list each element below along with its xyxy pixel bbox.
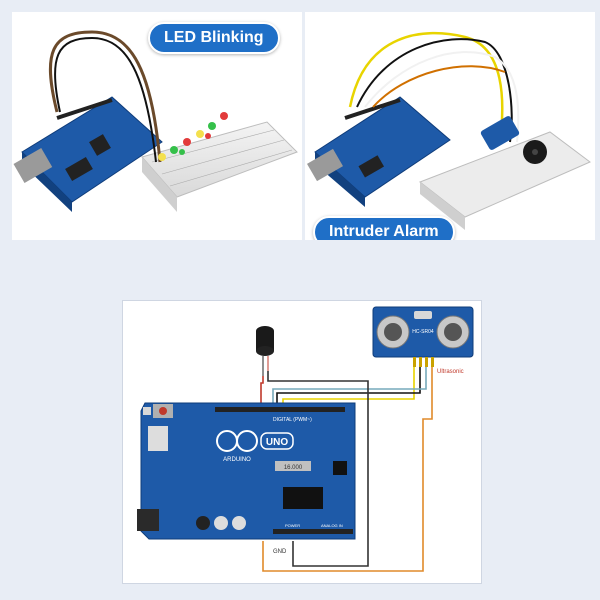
breadboard bbox=[418, 131, 591, 218]
svg-text:ANALOG IN: ANALOG IN bbox=[321, 523, 343, 528]
power-jack bbox=[358, 155, 385, 178]
board-model-label: UNO bbox=[266, 437, 288, 448]
sensor-model-label: HC-SR04 bbox=[412, 329, 434, 335]
digital-pins-label: DIGITAL (PWM~) bbox=[273, 417, 312, 423]
sensor-module bbox=[480, 116, 520, 150]
intruder-alarm-illustration bbox=[307, 31, 591, 230]
intruder-alarm-label: Intruder Alarm bbox=[313, 216, 455, 240]
ultrasonic-sensor: HC-SR04 Ultrasonic bbox=[372, 306, 474, 375]
crystal bbox=[275, 461, 311, 471]
intruder-alarm-photo: Intruder Alarm bbox=[305, 12, 595, 240]
chip bbox=[89, 134, 111, 156]
arduino-board bbox=[21, 96, 163, 203]
power-jack bbox=[137, 509, 159, 531]
sensor-caption: Ultrasonic bbox=[437, 369, 464, 375]
led-row bbox=[158, 112, 228, 161]
wiring-connections bbox=[260, 367, 433, 572]
led-blinking-photo: LED Blinking bbox=[12, 12, 302, 240]
svg-text:POWER: POWER bbox=[285, 523, 300, 528]
power-jack bbox=[65, 156, 93, 182]
signal-wire bbox=[348, 31, 504, 143]
led-blinking-illustration bbox=[13, 30, 298, 212]
gnd-label: GND bbox=[273, 549, 287, 555]
microcontroller-chip bbox=[283, 487, 323, 509]
buzzer bbox=[256, 326, 274, 376]
usb-connector bbox=[148, 426, 168, 451]
wiring-diagram: HC-SR04 Ultrasonic bbox=[122, 300, 482, 584]
led-blinking-label: LED Blinking bbox=[148, 22, 280, 54]
wiring-diagram-svg: HC-SR04 Ultrasonic bbox=[137, 306, 474, 572]
svg-text:16.000: 16.000 bbox=[284, 465, 303, 471]
capacitor bbox=[196, 516, 210, 530]
jumper-wire bbox=[49, 30, 162, 163]
arduino-board bbox=[314, 96, 451, 198]
arduino-uno-board: DIGITAL (PWM~) UNO ARDUINO 16.000 POWER … bbox=[137, 402, 356, 540]
usb-port bbox=[13, 147, 53, 184]
board-brand-label: ARDUINO bbox=[223, 457, 251, 463]
usb-port bbox=[307, 148, 343, 182]
